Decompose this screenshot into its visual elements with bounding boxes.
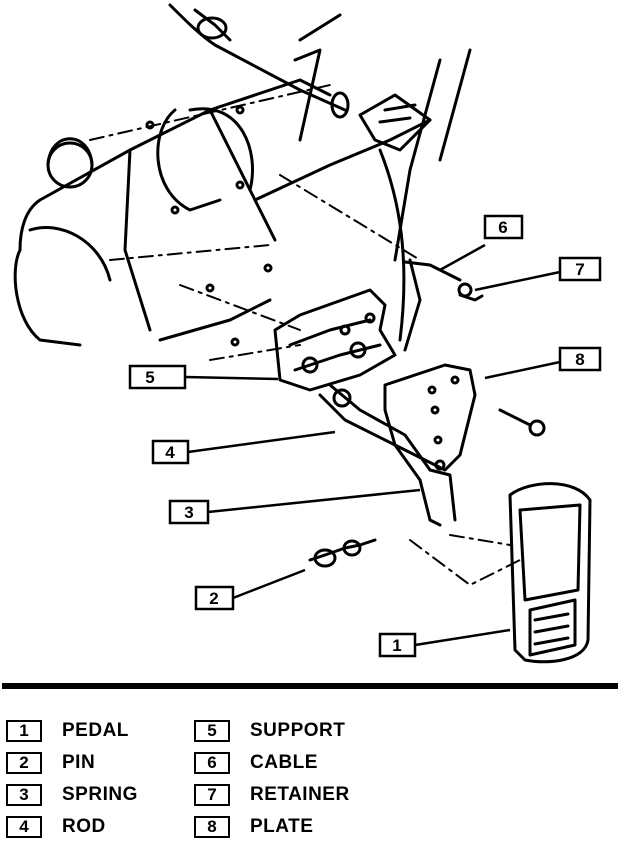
pivot-pin	[308, 538, 377, 568]
callout-4-text: 4	[165, 443, 175, 462]
callout-2-text: 2	[209, 589, 218, 608]
legend-number: 6	[194, 752, 230, 774]
callout-3: 3	[168, 499, 210, 525]
legend-label: SUPPORT	[250, 720, 346, 741]
firewall-outline	[13, 48, 472, 347]
legend-label: ROD	[62, 816, 106, 837]
legend-label: PEDAL	[62, 720, 129, 741]
legend-item-5: 5 SUPPORT	[194, 718, 345, 744]
legend-label: SPRING	[62, 784, 138, 805]
legend-item-8: 8 PLATE	[194, 814, 313, 840]
callout-labels: 1 2 3 4 5 6 7 8	[128, 214, 602, 658]
callout-6: 6	[483, 214, 524, 240]
callout-1-text: 1	[392, 636, 401, 655]
pedal	[508, 482, 592, 664]
cable-end-retainer	[403, 260, 484, 302]
callout-6-text: 6	[498, 218, 507, 237]
legend-item-2: 2 PIN	[6, 750, 95, 776]
callout-1: 1	[378, 632, 417, 658]
legend-number: 4	[6, 816, 42, 838]
legend-item-3: 3 SPRING	[6, 782, 138, 808]
legend-number: 5	[194, 720, 230, 742]
callout-3-text: 3	[184, 503, 193, 522]
legend-number: 3	[6, 784, 42, 806]
legend-item-7: 7 RETAINER	[194, 782, 350, 808]
accelerator-pedal-diagram: 1 2 3 4 5 6 7 8	[13, 3, 602, 664]
legend-item-4: 4 ROD	[6, 814, 106, 840]
legend-label: CABLE	[250, 752, 318, 773]
plate	[383, 363, 546, 472]
support-bracket	[273, 258, 422, 392]
parts-legend: 1 PEDAL 2 PIN 3 SPRING 4 ROD 5 SUPPORT 6…	[0, 712, 624, 842]
legend-divider	[2, 683, 618, 689]
legend-item-1: 1 PEDAL	[6, 718, 129, 744]
callout-2: 2	[194, 585, 235, 611]
callout-7: 7	[558, 256, 602, 282]
callout-4: 4	[151, 439, 190, 465]
legend-number: 2	[6, 752, 42, 774]
callout-8: 8	[558, 346, 602, 372]
pedal-rod	[318, 383, 457, 527]
callout-5-text: 5	[145, 368, 154, 387]
legend-label: RETAINER	[250, 784, 350, 805]
callout-7-text: 7	[575, 260, 584, 279]
legend-number: 7	[194, 784, 230, 806]
legend-number: 8	[194, 816, 230, 838]
legend-item-6: 6 CABLE	[194, 750, 318, 776]
callout-8-text: 8	[575, 350, 584, 369]
alignment-lines	[89, 84, 521, 586]
legend-label: PIN	[62, 752, 96, 773]
legend-number: 1	[6, 720, 42, 742]
cable-assembly	[168, 3, 432, 152]
callout-5: 5	[128, 364, 187, 390]
leader-lines	[184, 243, 561, 647]
legend-label: PLATE	[250, 816, 314, 837]
